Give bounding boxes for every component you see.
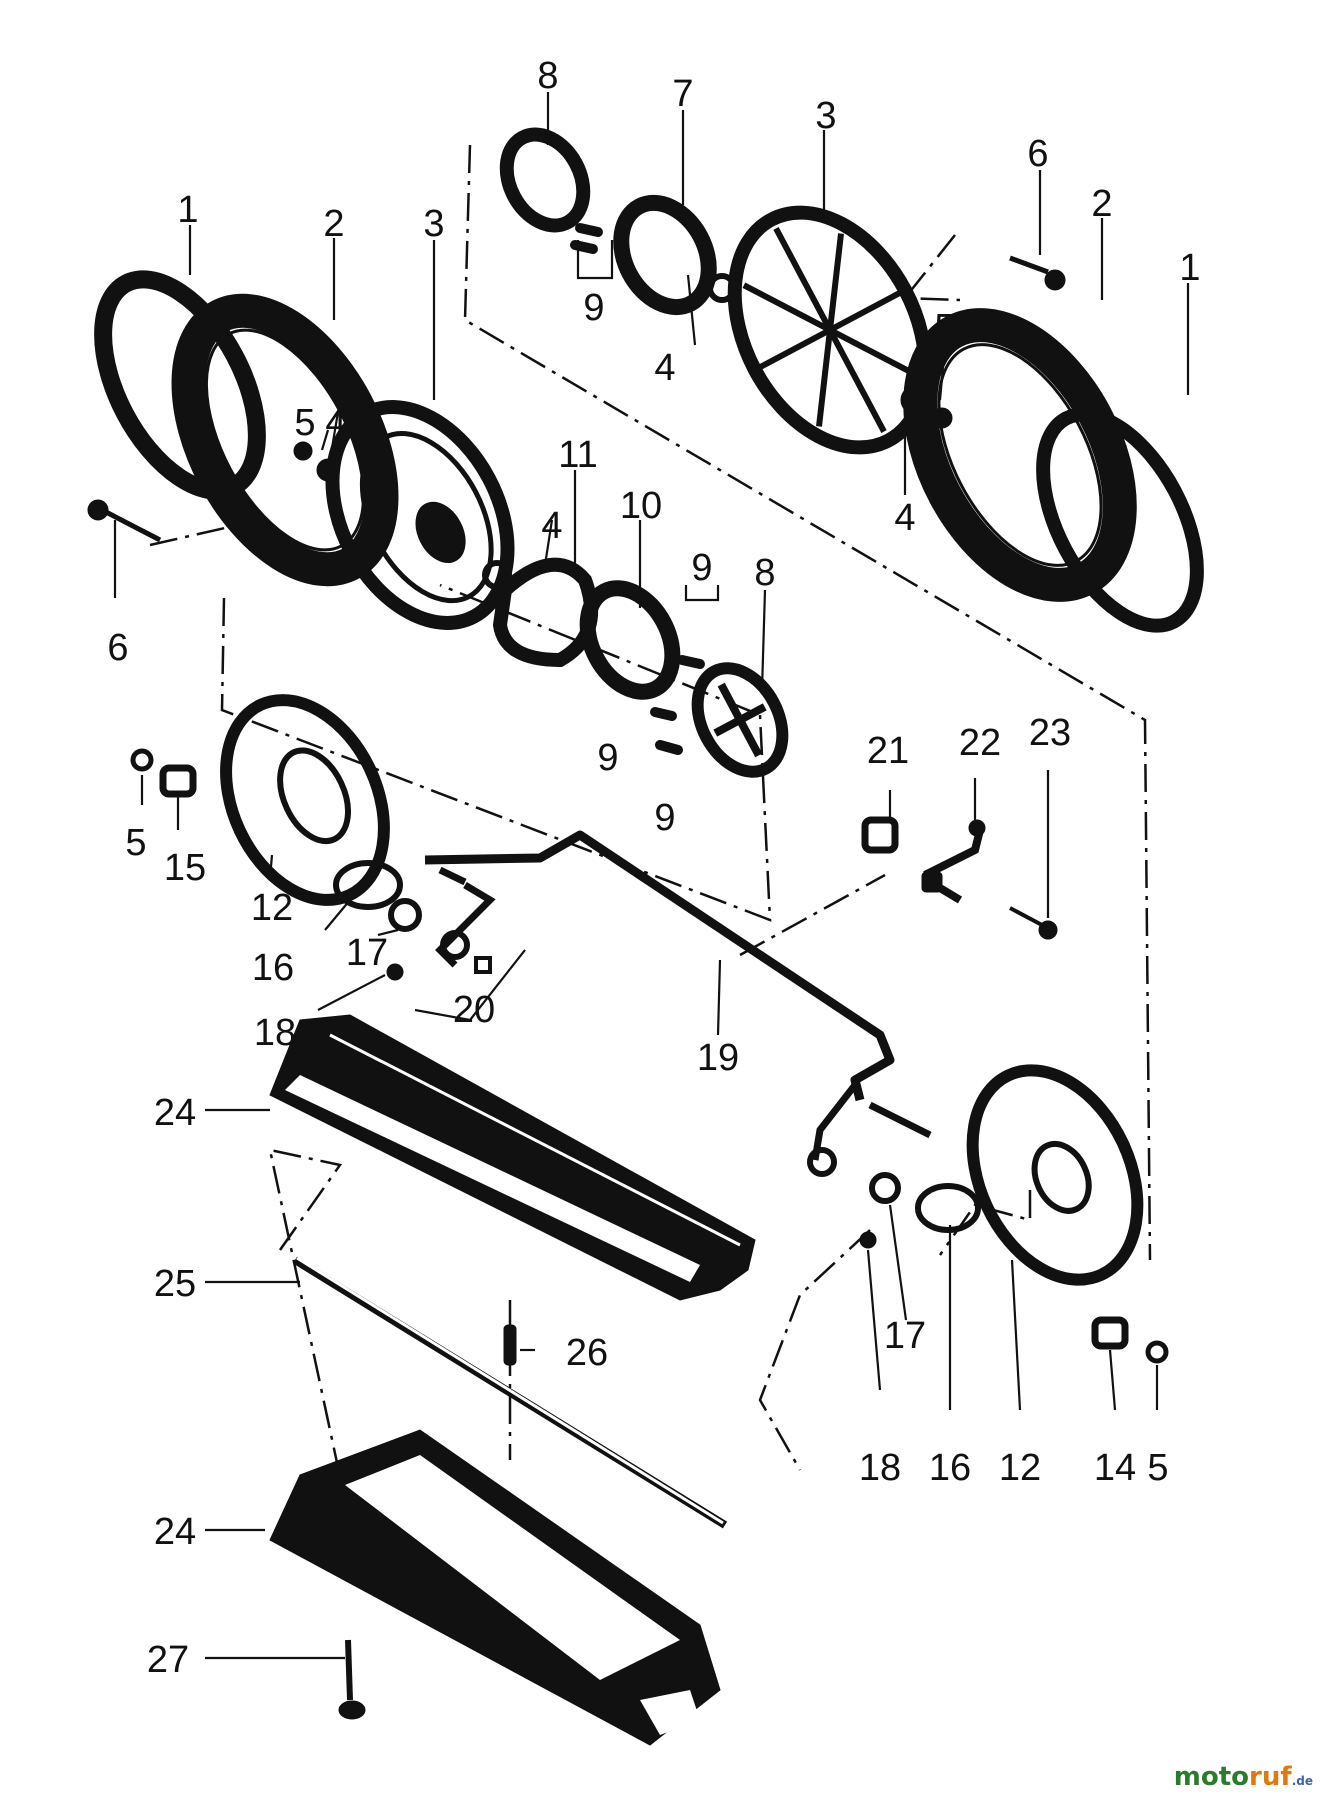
shaft-19	[424, 830, 895, 1102]
ring-11	[492, 557, 599, 668]
right-wheel-assembly	[499, 127, 1204, 633]
screw-23	[1009, 906, 1058, 940]
ratchet-10	[579, 580, 681, 700]
assembly-lines	[149, 144, 1152, 1501]
hub-left	[325, 400, 515, 630]
label-11: 11	[558, 434, 597, 476]
label-23: 23	[1029, 712, 1071, 754]
label-5-right: 5	[934, 307, 955, 349]
brush-wheel-12-right	[966, 1064, 1144, 1286]
label-16-right: 16	[929, 1447, 971, 1489]
label-24-lower: 24	[154, 1511, 196, 1553]
bushing-17-left	[388, 898, 422, 932]
ring-right	[1036, 407, 1204, 633]
drive-cap-8-right	[499, 127, 591, 233]
label-7: 7	[672, 73, 693, 115]
label-4-left: 4	[325, 402, 346, 444]
watermark-part1: moto	[1173, 1762, 1250, 1792]
brush-24-upper	[269, 1014, 756, 1301]
pin-26	[503, 1324, 517, 1366]
label-8-mid: 8	[754, 552, 775, 594]
label-6-left: 6	[107, 627, 128, 669]
label-18-right: 18	[859, 1447, 901, 1489]
label-9-low1: 9	[597, 737, 618, 779]
label-1-right: 1	[1179, 247, 1200, 289]
switch-assembly	[861, 816, 1058, 940]
nut-18-right	[859, 1231, 877, 1249]
label-3-top: 3	[815, 95, 836, 137]
hub-right	[727, 205, 933, 455]
label-1-left: 1	[177, 189, 198, 231]
label-9-top: 9	[583, 287, 604, 329]
label-22: 22	[959, 722, 1001, 764]
clip-5-left	[130, 748, 154, 772]
bolt-6-right	[1009, 255, 1066, 291]
bracket-right	[807, 1082, 858, 1177]
clip-21	[861, 816, 899, 854]
label-27: 27	[147, 1639, 189, 1681]
bushing-left	[316, 458, 340, 482]
label-2-left: 2	[323, 203, 344, 245]
watermark-suffix: .de	[1291, 1774, 1313, 1788]
rod-25	[292, 1256, 728, 1529]
label-4-mid: 4	[541, 505, 562, 547]
screw-27	[338, 1639, 366, 1720]
part-number-labels: 8 7 3 6 2 1 1 2 3 9 4 5 4 5 4 11 10 4 9 …	[107, 55, 1200, 1681]
clip-5-right	[1145, 1340, 1169, 1364]
left-wheel-assembly	[87, 270, 789, 778]
leader-lines	[113, 92, 1190, 1660]
label-5-lower-right: 5	[1147, 1447, 1168, 1489]
nut-18-left	[386, 963, 404, 981]
label-24-upper: 24	[154, 1092, 196, 1134]
label-9-low2: 9	[654, 797, 675, 839]
washer-left	[482, 560, 512, 590]
watermark-part2: ruf	[1249, 1762, 1292, 1792]
label-21: 21	[867, 730, 909, 772]
watermark-logo: motoruf.de	[1174, 1762, 1313, 1792]
label-6-right: 6	[1027, 133, 1048, 175]
cam-16-left	[333, 860, 403, 910]
label-18-left: 18	[254, 1012, 296, 1054]
label-4-top: 4	[654, 347, 675, 389]
label-3-left: 3	[423, 203, 444, 245]
label-4-right: 4	[894, 497, 915, 539]
pins-9-left	[650, 655, 705, 755]
tire-right	[903, 308, 1137, 602]
brush-wheel-12-left	[220, 694, 390, 906]
label-12-right: 12	[999, 1447, 1041, 1489]
label-14: 14	[1094, 1447, 1136, 1489]
label-5-lower-left: 5	[125, 822, 146, 864]
cam-16-right	[915, 1183, 981, 1233]
label-15: 15	[164, 847, 206, 889]
label-17-left: 17	[346, 932, 388, 974]
label-16-left: 16	[252, 947, 294, 989]
brush-drive-assembly	[130, 441, 1169, 1364]
label-5-left: 5	[294, 402, 315, 444]
bolt-6-left	[87, 499, 162, 543]
label-9-mid: 9	[691, 547, 712, 589]
label-2-right: 2	[1091, 183, 1112, 225]
label-19: 19	[697, 1037, 739, 1079]
label-26: 26	[566, 1332, 608, 1374]
label-8-top: 8	[537, 55, 558, 97]
label-17-right: 17	[884, 1315, 926, 1357]
spring-15	[159, 764, 197, 798]
bushing-17-right	[869, 1172, 901, 1204]
label-12-left: 12	[251, 887, 293, 929]
brush-24-lower	[269, 1429, 721, 1746]
label-10: 10	[620, 485, 662, 527]
ratchet-7	[613, 194, 717, 316]
label-25: 25	[154, 1263, 196, 1305]
nut-5-left-wheel	[293, 441, 313, 461]
drive-cap-8-left	[691, 662, 789, 778]
label-20: 20	[453, 989, 495, 1031]
spring-14	[1091, 1316, 1129, 1350]
bracket-20	[435, 881, 496, 974]
